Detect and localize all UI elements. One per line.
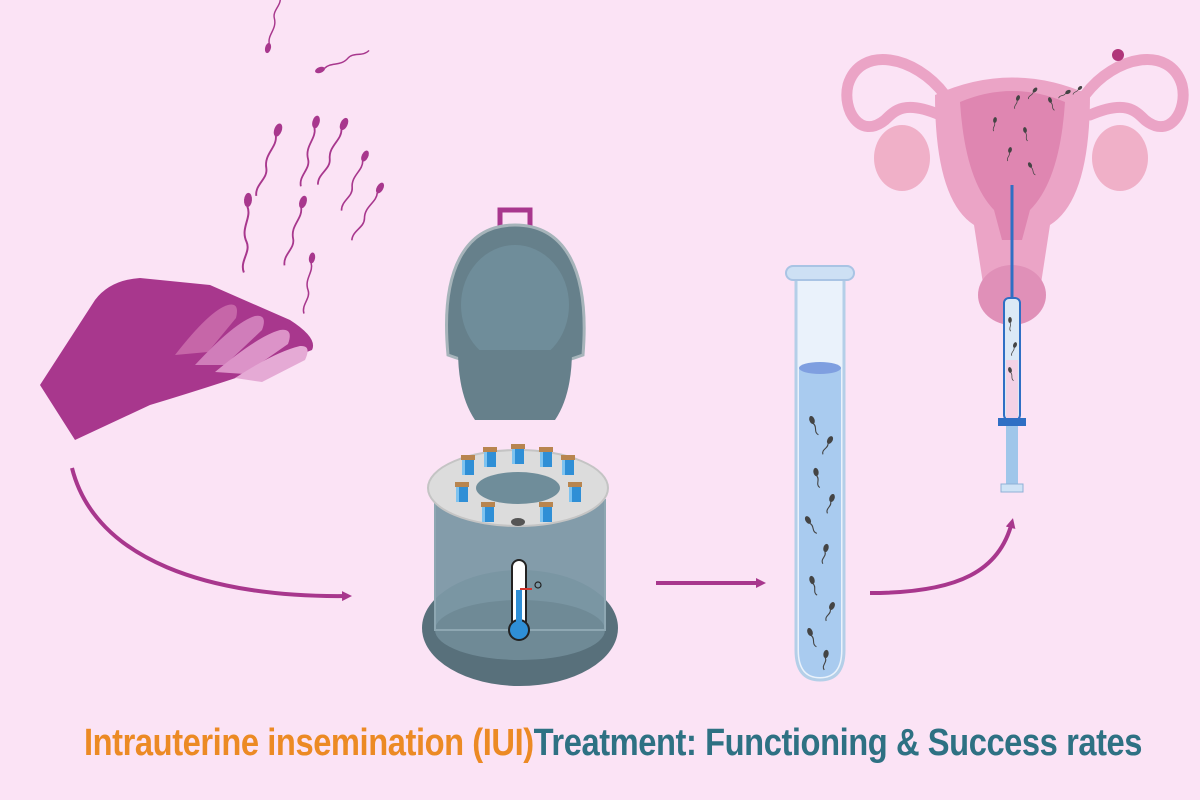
uterus-icon xyxy=(841,49,1189,325)
test-tube-icon xyxy=(785,265,855,682)
syringe-icon xyxy=(998,185,1026,493)
title-part-treatment: Treatment: Functioning & Success rates xyxy=(533,722,1143,764)
hand-icon xyxy=(40,278,314,440)
arrow-icon xyxy=(70,467,1016,602)
title-part-iui: Intrauterine insemination (IUI) xyxy=(84,722,534,764)
thermometer-icon xyxy=(508,559,542,641)
centrifuge-icon xyxy=(422,207,618,686)
sperm-icon xyxy=(236,0,387,315)
page-title: Intrauterine insemination (IUI)Treatment… xyxy=(84,722,1142,765)
